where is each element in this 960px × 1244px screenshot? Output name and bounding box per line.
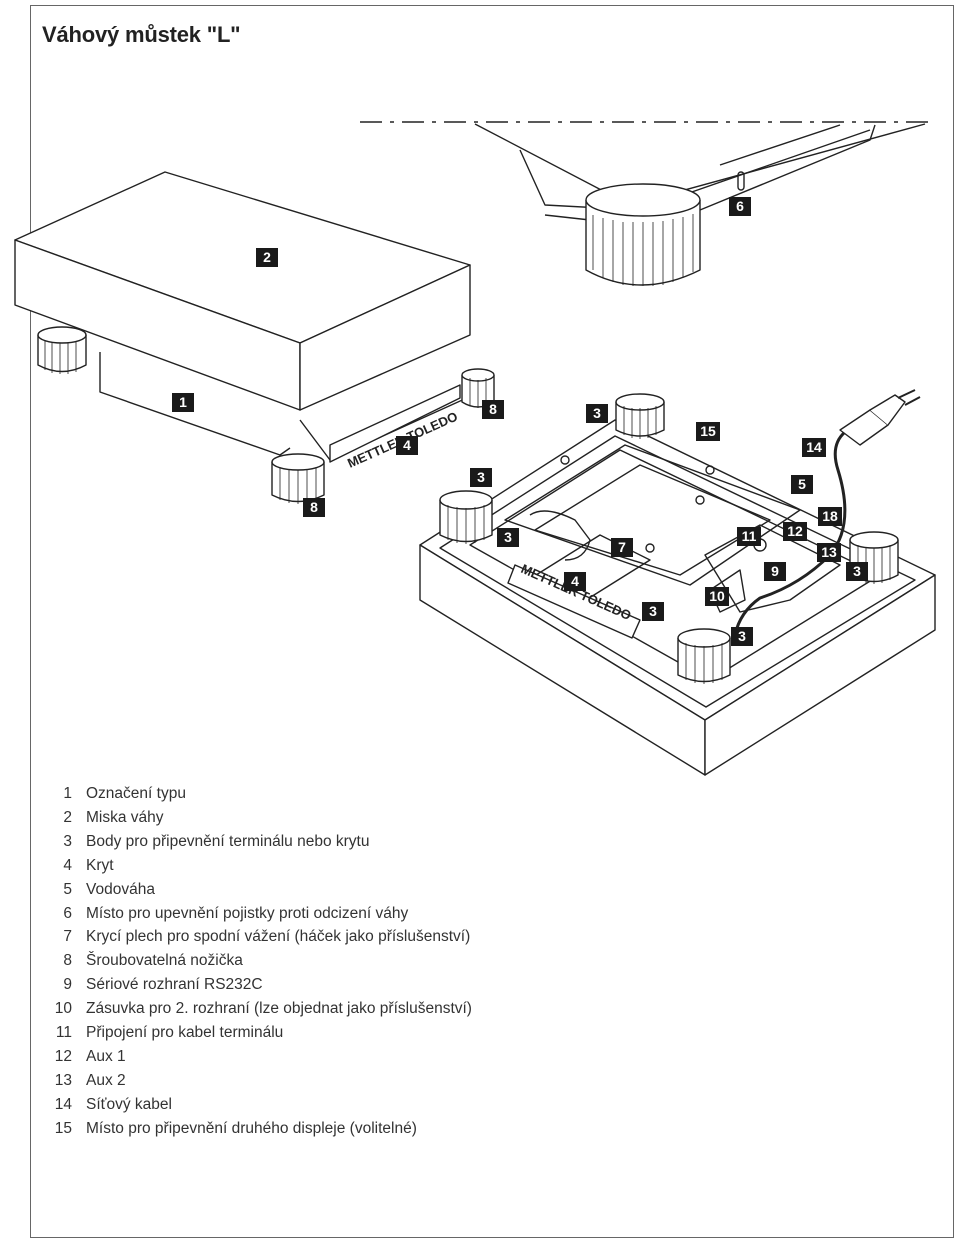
legend-text: Sériové rozhraní RS232C <box>86 976 263 994</box>
callout-badge: 10 <box>705 587 729 606</box>
legend-number: 14 <box>54 1095 72 1113</box>
legend-item: 8 Šroubovatelná nožička <box>40 949 640 973</box>
page-frame <box>30 5 954 1238</box>
callout-badge: 18 <box>818 507 842 526</box>
legend-number: 2 <box>63 808 72 826</box>
callout-badge: 5 <box>791 475 813 494</box>
legend-item: 1 Označení typu <box>40 782 640 806</box>
callout-badge: 8 <box>303 498 325 517</box>
callout-badge: 1 <box>172 393 194 412</box>
svg-text:11: 11 <box>742 528 757 544</box>
svg-text:3: 3 <box>738 628 746 644</box>
legend-item: 11 Připojení pro kabel terminálu <box>40 1021 640 1045</box>
legend-text: Místo pro upevnění pojistky proti odcize… <box>86 904 409 922</box>
svg-text:18: 18 <box>822 508 838 524</box>
svg-text:3: 3 <box>504 529 512 545</box>
scale-illustration: METTLER TOLEDO METTLER TOLEDO 6 2 1 8 4 … <box>14 121 936 776</box>
scale-top-view <box>14 171 495 504</box>
legend-text: Šroubovatelná nožička <box>86 952 243 970</box>
legend-item: 12 Aux 1 <box>40 1045 640 1069</box>
callout-badge: 3 <box>731 627 753 646</box>
legend-text: Krycí plech pro spodní vážení (háček jak… <box>86 928 471 946</box>
callout-badge: 2 <box>256 248 278 267</box>
callout-badge: 15 <box>696 422 720 441</box>
callout-badge: 3 <box>586 404 608 423</box>
legend-number: 12 <box>54 1047 72 1065</box>
svg-text:8: 8 <box>489 401 497 417</box>
legend-item: 2 Miska váhy <box>40 806 640 830</box>
callout-badge: 13 <box>817 543 841 562</box>
legend-text: Kryt <box>86 856 114 874</box>
svg-text:3: 3 <box>649 603 657 619</box>
callout-labels: 6 2 1 8 4 8 3 15 14 3 5 18 3 12 11 13 7 … <box>172 197 868 646</box>
callout-badge: 3 <box>470 468 492 487</box>
legend-item: 5 Vodováha <box>40 878 640 902</box>
legend-text: Místo pro připevnění druhého displeje (v… <box>86 1119 417 1137</box>
callout-badge: 12 <box>783 522 807 541</box>
legend-number: 6 <box>63 904 72 922</box>
callout-badge: 3 <box>497 528 519 547</box>
legend-item: 9 Sériové rozhraní RS232C <box>40 973 640 997</box>
legend-number: 5 <box>63 880 72 898</box>
scale-bottom-view <box>419 389 936 776</box>
page-title: Váhový můstek "L" <box>42 22 241 47</box>
svg-text:8: 8 <box>310 499 318 515</box>
svg-text:3: 3 <box>477 469 485 485</box>
legend-number: 15 <box>54 1119 72 1137</box>
legend-number: 4 <box>63 856 72 874</box>
legend-text: Zásuvka pro 2. rozhraní (lze objednat ja… <box>86 1000 472 1018</box>
legend-text: Aux 2 <box>86 1071 126 1089</box>
legend-item: 15 Místo pro připevnění druhého displeje … <box>40 1117 640 1141</box>
legend-text: Připojení pro kabel terminálu <box>86 1024 284 1042</box>
parts-legend: 1 Označení typu 2 Miska váhy 3 Body pro při… <box>40 782 640 1141</box>
svg-text:4: 4 <box>403 437 411 453</box>
callout-badge: 11 <box>737 527 761 546</box>
svg-text:15: 15 <box>700 423 716 439</box>
svg-text:7: 7 <box>618 539 626 555</box>
partial-scale-view <box>360 121 935 286</box>
callout-badge: 4 <box>396 436 418 455</box>
callout-badge: 6 <box>729 197 751 216</box>
legend-number: 9 <box>63 976 72 994</box>
callout-badge: 9 <box>764 562 786 581</box>
callout-badge: 4 <box>564 572 586 591</box>
svg-text:9: 9 <box>771 563 779 579</box>
legend-number: 10 <box>54 1000 72 1018</box>
legend-number: 1 <box>63 785 72 802</box>
legend-item: 10 Zásuvka pro 2. rozhraní (lze objednat … <box>40 997 640 1021</box>
legend-text: Miska váhy <box>86 808 164 826</box>
legend-number: 11 <box>55 1024 72 1042</box>
svg-text:14: 14 <box>806 439 822 455</box>
callout-badge: 7 <box>611 538 633 557</box>
legend-text: Body pro připevnění terminálu nebo krytu <box>86 832 370 850</box>
callout-badge: 14 <box>802 438 826 457</box>
legend-text: Síťový kabel <box>86 1095 172 1113</box>
svg-text:12: 12 <box>787 523 803 539</box>
legend-number: 13 <box>54 1071 72 1089</box>
callout-badge: 3 <box>642 602 664 621</box>
legend-number: 3 <box>63 832 72 850</box>
svg-text:2: 2 <box>263 249 271 265</box>
legend-number: 7 <box>63 928 72 946</box>
callout-badge: 8 <box>482 400 504 419</box>
svg-text:1: 1 <box>179 394 187 410</box>
svg-text:13: 13 <box>821 544 837 560</box>
legend-text: Aux 1 <box>86 1047 126 1065</box>
svg-text:3: 3 <box>853 563 861 579</box>
legend-item: 13 Aux 2 <box>40 1069 640 1093</box>
svg-text:5: 5 <box>798 476 806 492</box>
legend-item: 7 Krycí plech pro spodní vážení (háček ja… <box>40 925 640 949</box>
legend-item: 4 Kryt <box>40 854 640 878</box>
legend-item: 14 Síťový kabel <box>40 1093 640 1117</box>
svg-text:3: 3 <box>593 405 601 421</box>
legend-number: 8 <box>63 952 72 970</box>
legend-text: Označení typu <box>86 785 186 802</box>
svg-text:6: 6 <box>736 198 744 214</box>
svg-text:10: 10 <box>709 588 725 604</box>
callout-badge: 3 <box>846 562 868 581</box>
legend-item: 3 Body pro připevnění terminálu nebo kryt… <box>40 830 640 854</box>
svg-text:4: 4 <box>571 573 579 589</box>
legend-text: Vodováha <box>86 880 155 898</box>
legend-item: 6 Místo pro upevnění pojistky proti odciz… <box>40 902 640 926</box>
